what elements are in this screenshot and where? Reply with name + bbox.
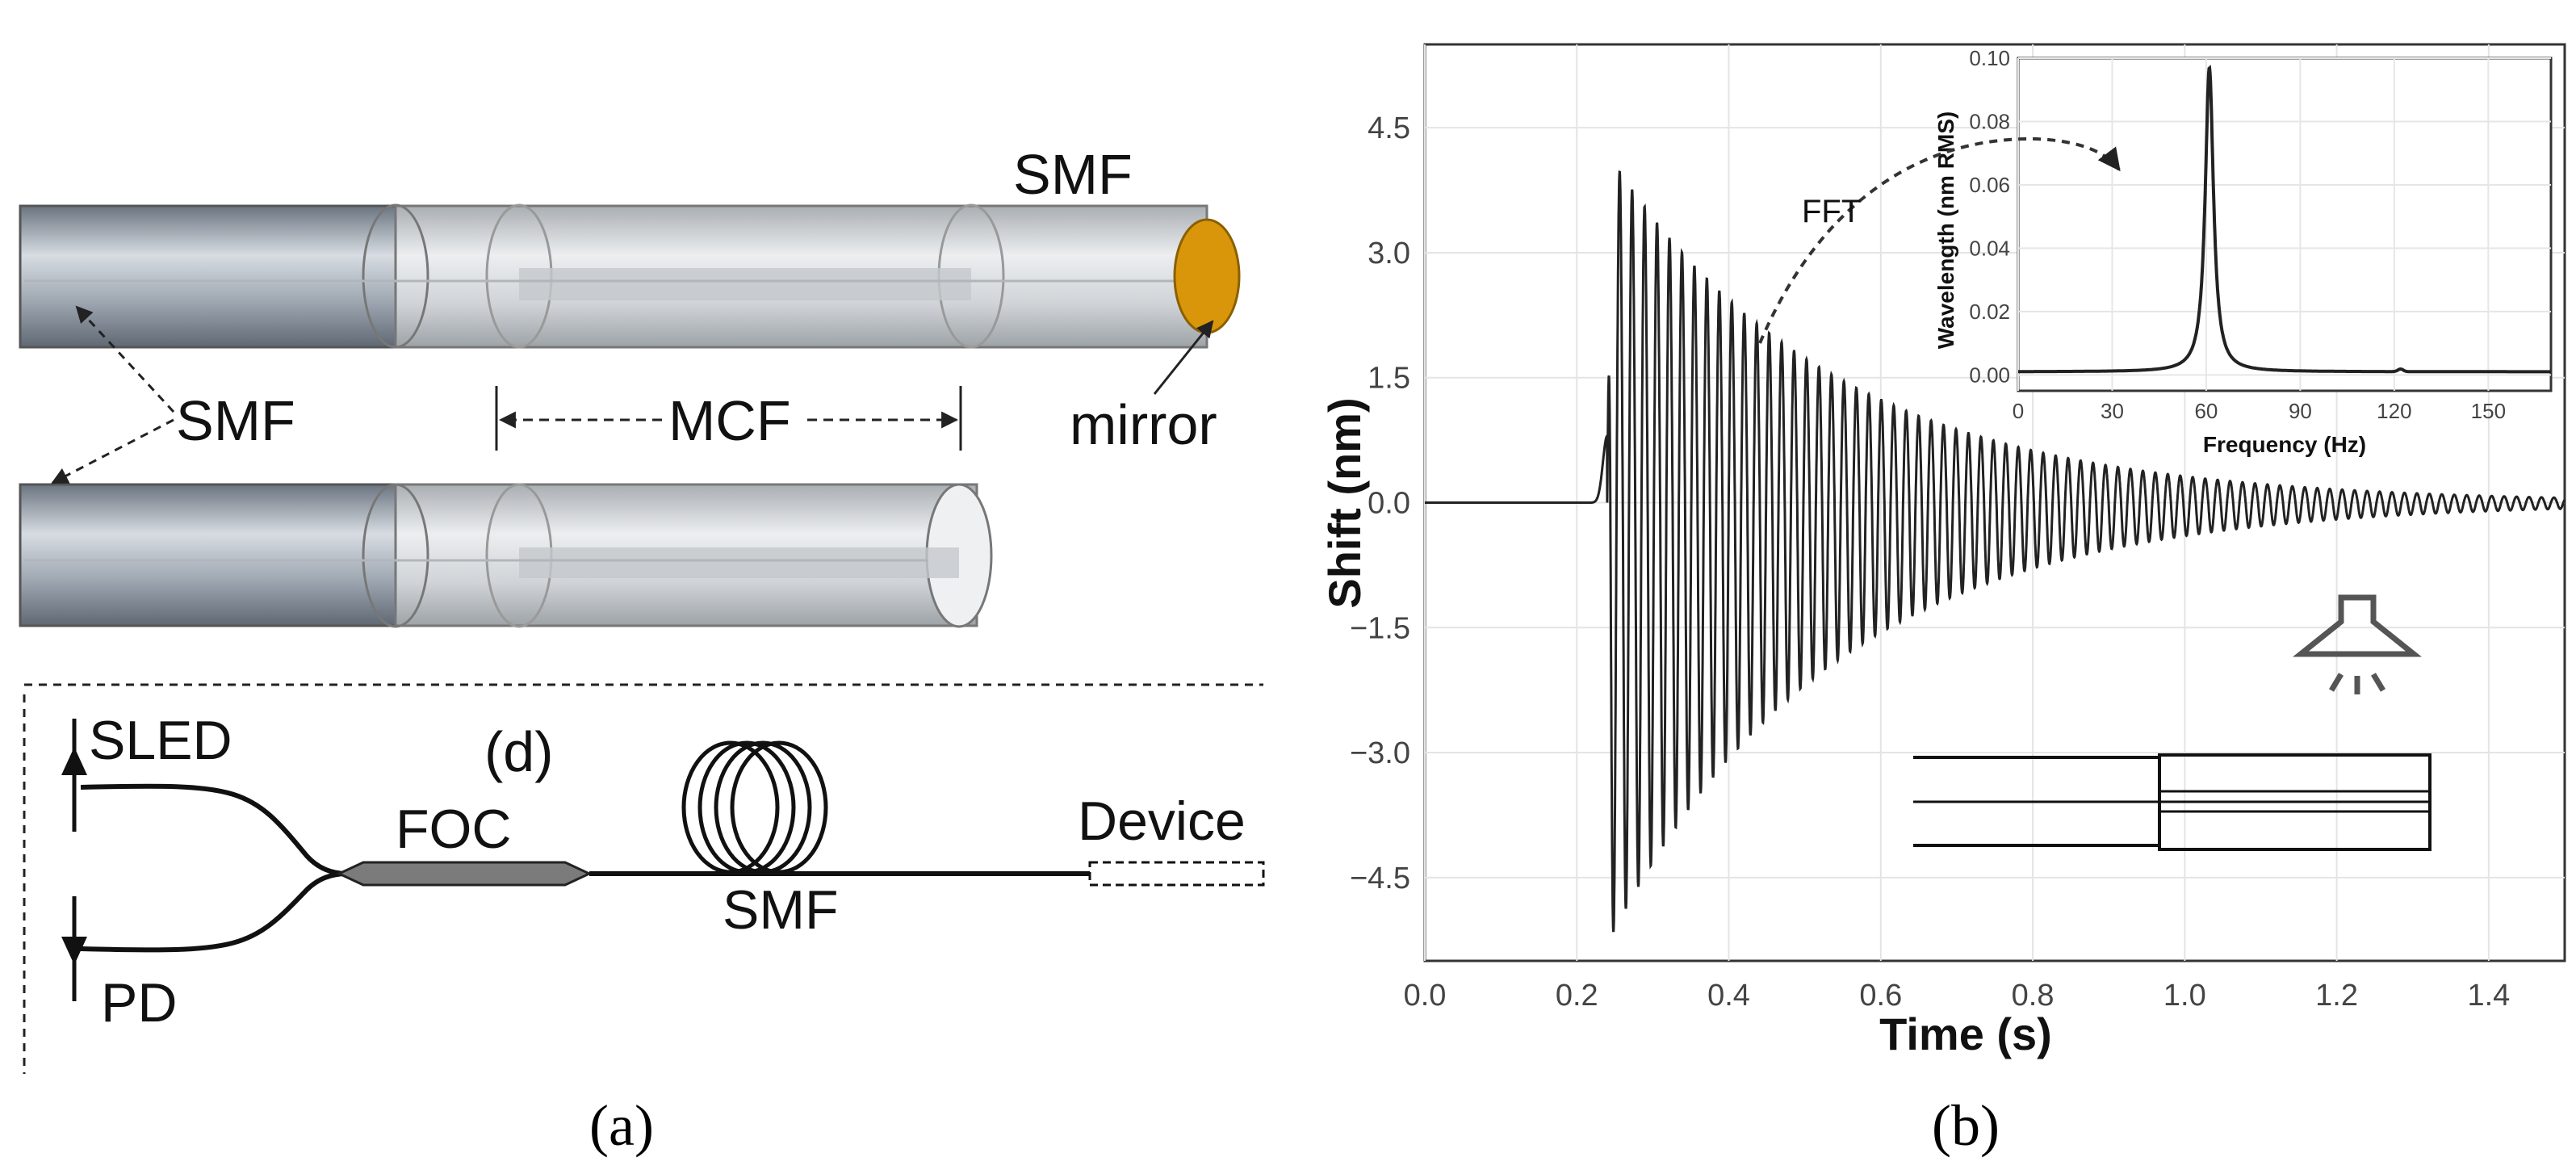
bottom-smf-tube: [19, 483, 401, 627]
setup-schematic: SLED PD (d) FOC SMF Device: [61, 710, 1265, 1034]
fft-label: FFT: [1802, 194, 1861, 229]
inset-x-axis-label: Frequency (Hz): [2203, 432, 2366, 457]
main-y-tick-label: 1.5: [1368, 362, 1410, 396]
main-series-line: [1425, 170, 2566, 933]
caption-b: (b): [1932, 1093, 2000, 1158]
inset-plot-frame: [2017, 57, 2553, 392]
main-x-tick-label: 1.2: [2315, 979, 2358, 1013]
inset-y-tick-label: 0.06: [1969, 173, 2010, 197]
inset-series-line: [2018, 65, 2551, 374]
inset-x-tick-label: 0: [2013, 399, 2024, 423]
main-x-tick-label: 0.0: [1404, 979, 1447, 1013]
top-joint-ring: [362, 203, 429, 349]
sled-arrow-head: [61, 747, 87, 775]
bottom-fiber-assembly: [19, 483, 993, 628]
label-smf-coil: SMF: [723, 879, 839, 941]
device-sketch: [1913, 753, 2431, 851]
pd-fiber: [80, 871, 348, 953]
arrow-mirror: [1153, 320, 1214, 395]
arrow-smf-top: [75, 305, 175, 413]
label-sled: SLED: [89, 710, 232, 771]
label-smf-left: SMF: [176, 389, 295, 452]
inset-ticks: 0 30 60 90 120 150 0.00 0.02 0.04 0.06 0.08 0.10: [1969, 46, 2506, 423]
label-d: (d): [484, 720, 554, 783]
panel-b: 0.0 0.2 0.4 0.6 0.8 1.0 1.2 1.4 4.5 3.0 1.5 0.0 −1.5…: [1319, 43, 2566, 1158]
inset-y-tick-label: 0.10: [1969, 46, 2010, 70]
fft-arrow: [1758, 136, 2121, 344]
inset-y-tick-label: 0.08: [1969, 109, 2010, 133]
pd-arrow-head: [61, 937, 87, 965]
arrow-smf-bottom: [51, 418, 174, 484]
inset-x-tick-label: 120: [2377, 399, 2411, 423]
label-mirror: mirror: [1070, 393, 1217, 456]
speaker-icon: [2293, 594, 2422, 694]
main-y-tick-label: 3.0: [1368, 237, 1410, 270]
inset-y-tick-label: 0.02: [1969, 300, 2010, 324]
label-device: Device: [1078, 790, 1246, 852]
foc-coupler: [336, 861, 593, 887]
panel-a: SMF SMF MCF mirror SLED PD (d) FOC: [19, 143, 1265, 1158]
main-y-tick-label: 0.0: [1368, 487, 1410, 521]
label-mcf: MCF: [668, 389, 791, 452]
top-fiber-assembly: [19, 203, 1241, 349]
bottom-core: [519, 547, 959, 578]
inset-y-tick-label: 0.00: [1969, 363, 2010, 387]
main-x-tick-label: 1.0: [2163, 979, 2206, 1013]
inset-x-tick-label: 150: [2471, 399, 2506, 423]
bottom-joint-ring: [362, 483, 429, 628]
main-x-tick-label: 0.4: [1707, 979, 1750, 1013]
label-smf-top: SMF: [1013, 143, 1133, 206]
inset-x-tick-label: 60: [2194, 399, 2218, 423]
device-box: [1088, 861, 1265, 887]
main-x-tick-label: 0.6: [1859, 979, 1902, 1013]
main-ticks: 0.0 0.2 0.4 0.6 0.8 1.0 1.2 1.4 4.5 3.0 1.5 0.0 −1.5…: [1350, 111, 2510, 1013]
label-pd: PD: [101, 972, 177, 1034]
main-y-tick-label: −4.5: [1350, 862, 1410, 895]
inset-x-tick-label: 90: [2289, 399, 2312, 423]
inset-x-tick-label: 30: [2101, 399, 2124, 423]
inset-y-tick-label: 0.04: [1969, 236, 2010, 260]
inset-y-axis-label: Wavelength (nm RMS): [1933, 111, 1958, 350]
top-core: [519, 268, 971, 300]
main-y-tick-label: −1.5: [1350, 611, 1410, 645]
main-x-tick-label: 1.4: [2467, 979, 2510, 1013]
main-x-axis-label: Time (s): [1879, 1009, 2052, 1059]
label-foc: FOC: [396, 799, 512, 860]
main-y-tick-label: 4.5: [1368, 111, 1410, 145]
sled-fiber: [80, 783, 348, 876]
main-y-axis-label: Shift (nm): [1319, 397, 1370, 608]
top-smf-tube: [19, 204, 401, 349]
fiber-coil: [681, 740, 828, 874]
mirror-shape: [1173, 218, 1241, 334]
caption-a: (a): [589, 1093, 654, 1158]
main-y-tick-label: −3.0: [1350, 736, 1410, 770]
main-x-tick-label: 0.2: [1556, 979, 1598, 1013]
main-x-tick-label: 0.8: [2012, 979, 2055, 1013]
